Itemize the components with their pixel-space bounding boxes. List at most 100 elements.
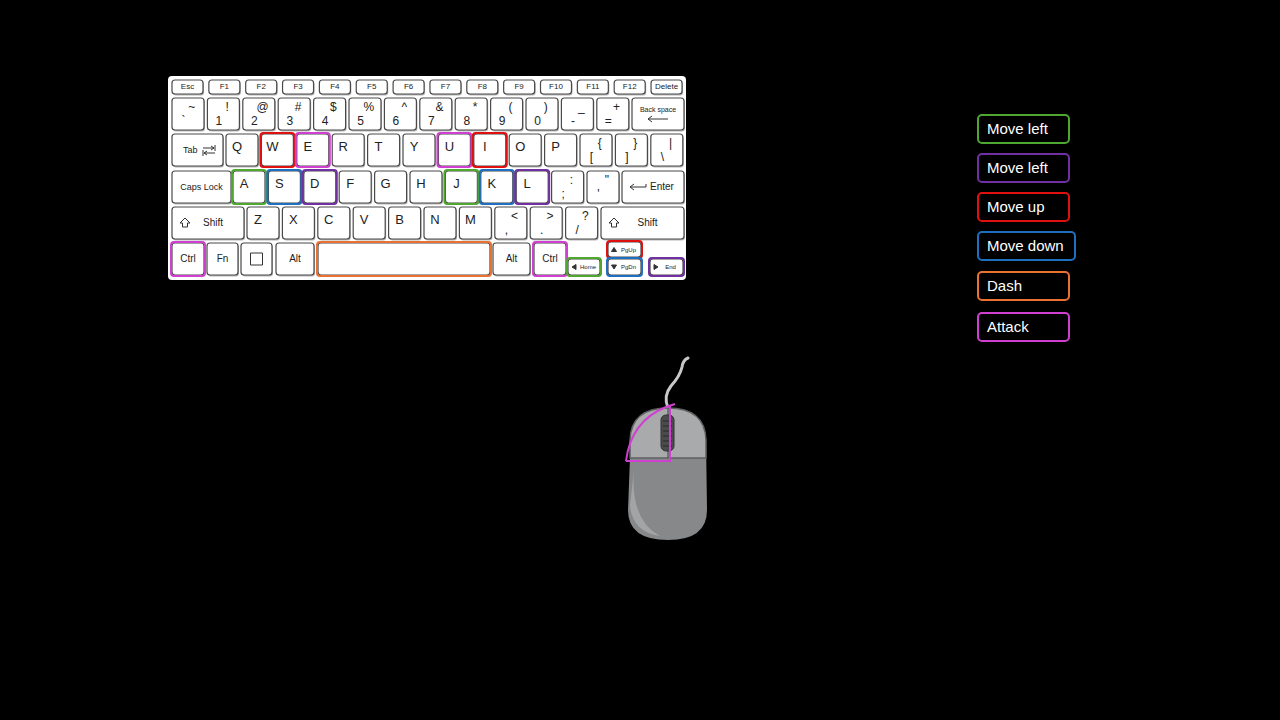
legend-text: Move down <box>979 233 1074 259</box>
key-cap <box>375 171 407 203</box>
key-cap <box>319 80 350 94</box>
key-highlight <box>317 242 491 276</box>
key-label: PgUp <box>621 247 636 253</box>
key-cap <box>172 207 244 239</box>
mouse-cable <box>666 358 688 408</box>
key-label: \ <box>661 151 664 163</box>
key-label: K <box>487 177 496 190</box>
key-label: I <box>483 140 487 153</box>
key-cap <box>650 259 683 275</box>
key-highlight <box>267 170 301 204</box>
key-cap <box>614 80 645 94</box>
key-cap <box>474 134 506 166</box>
key-cap <box>430 80 461 94</box>
key-label: Tab <box>183 146 198 155</box>
key-icon <box>251 253 263 265</box>
key-label: Ctrl <box>542 254 558 264</box>
key-cap <box>261 134 293 166</box>
key-label: F9 <box>514 83 523 91</box>
key-cap <box>632 98 684 130</box>
key-cap <box>530 207 562 239</box>
key-cap <box>278 98 310 130</box>
key-cap <box>172 134 223 166</box>
key-label: L <box>524 177 531 190</box>
key-cap <box>420 98 452 130</box>
key-label: F <box>346 177 354 190</box>
key-label: 6 <box>393 115 400 127</box>
key-label: Esc <box>181 83 194 91</box>
key-highlight <box>473 133 507 167</box>
key-icon <box>609 218 619 227</box>
left-button-highlight <box>626 404 675 461</box>
key-label: ) <box>544 101 548 113</box>
mouse-body <box>628 408 707 540</box>
key-label: } <box>633 137 637 149</box>
key-cap <box>339 171 371 203</box>
legend-text: Move left <box>979 116 1068 142</box>
key-label: Back space <box>640 106 676 113</box>
mouse-buttons <box>630 408 706 458</box>
key-cap <box>561 98 593 130</box>
key-cap <box>577 80 608 94</box>
key-cap <box>226 134 258 166</box>
key-cap <box>318 207 350 239</box>
key-icon <box>612 248 617 252</box>
legend-text: Move up <box>979 194 1068 220</box>
key-label: * <box>473 101 478 113</box>
key-cap <box>172 80 203 94</box>
key-label: [ <box>590 151 593 163</box>
key-label: F7 <box>441 83 450 91</box>
keyboard <box>171 80 685 277</box>
key-label: 1 <box>216 115 223 127</box>
key-label: - <box>571 115 575 127</box>
legend-swatch: Move left <box>977 114 1070 144</box>
key-cap <box>349 98 381 130</box>
key-icon <box>630 184 646 190</box>
key-highlight <box>296 133 330 167</box>
key-cap <box>651 134 683 166</box>
key-highlight <box>171 242 205 276</box>
key-label: ( <box>508 101 512 113</box>
key-label: F12 <box>623 83 637 91</box>
key-label: ] <box>625 151 628 163</box>
key-label: T <box>375 140 383 153</box>
key-label: ^ <box>401 101 407 113</box>
key-cap <box>243 98 275 130</box>
key-label: Shift <box>637 218 657 228</box>
keyboard-base <box>168 76 686 280</box>
key-label: F5 <box>367 83 376 91</box>
key-cap <box>318 243 490 275</box>
key-cap <box>209 80 240 94</box>
key-label: Fn <box>217 254 229 264</box>
legend-swatch: Move down <box>977 231 1076 261</box>
key-label: End <box>665 264 676 270</box>
key-label: ; <box>561 188 564 200</box>
mouse-highlight <box>630 470 660 536</box>
legend-text: Dash <box>979 273 1068 299</box>
key-label: 8 <box>463 115 470 127</box>
key-cap <box>455 98 487 130</box>
key-cap <box>545 134 577 166</box>
key-label: Caps Lock <box>180 183 223 192</box>
key-cap <box>566 207 598 239</box>
key-cap <box>509 134 541 166</box>
key-label: = <box>605 115 612 127</box>
key-cap <box>651 80 682 94</box>
key-label: 0 <box>534 115 541 127</box>
key-label: > <box>547 210 554 222</box>
key-label: ~ <box>188 101 195 113</box>
key-cap <box>615 134 647 166</box>
key-icon <box>654 265 658 270</box>
key-label: Q <box>232 140 242 153</box>
key-label: E <box>303 140 312 153</box>
key-label: P <box>551 140 560 153</box>
key-highlight <box>232 170 266 204</box>
key-label: Home <box>580 264 596 270</box>
key-cap <box>495 207 527 239</box>
key-label: { <box>598 137 602 149</box>
key-cap <box>580 134 612 166</box>
key-label: A <box>240 177 249 190</box>
key-highlight <box>260 133 294 167</box>
key-cap <box>304 171 336 203</box>
